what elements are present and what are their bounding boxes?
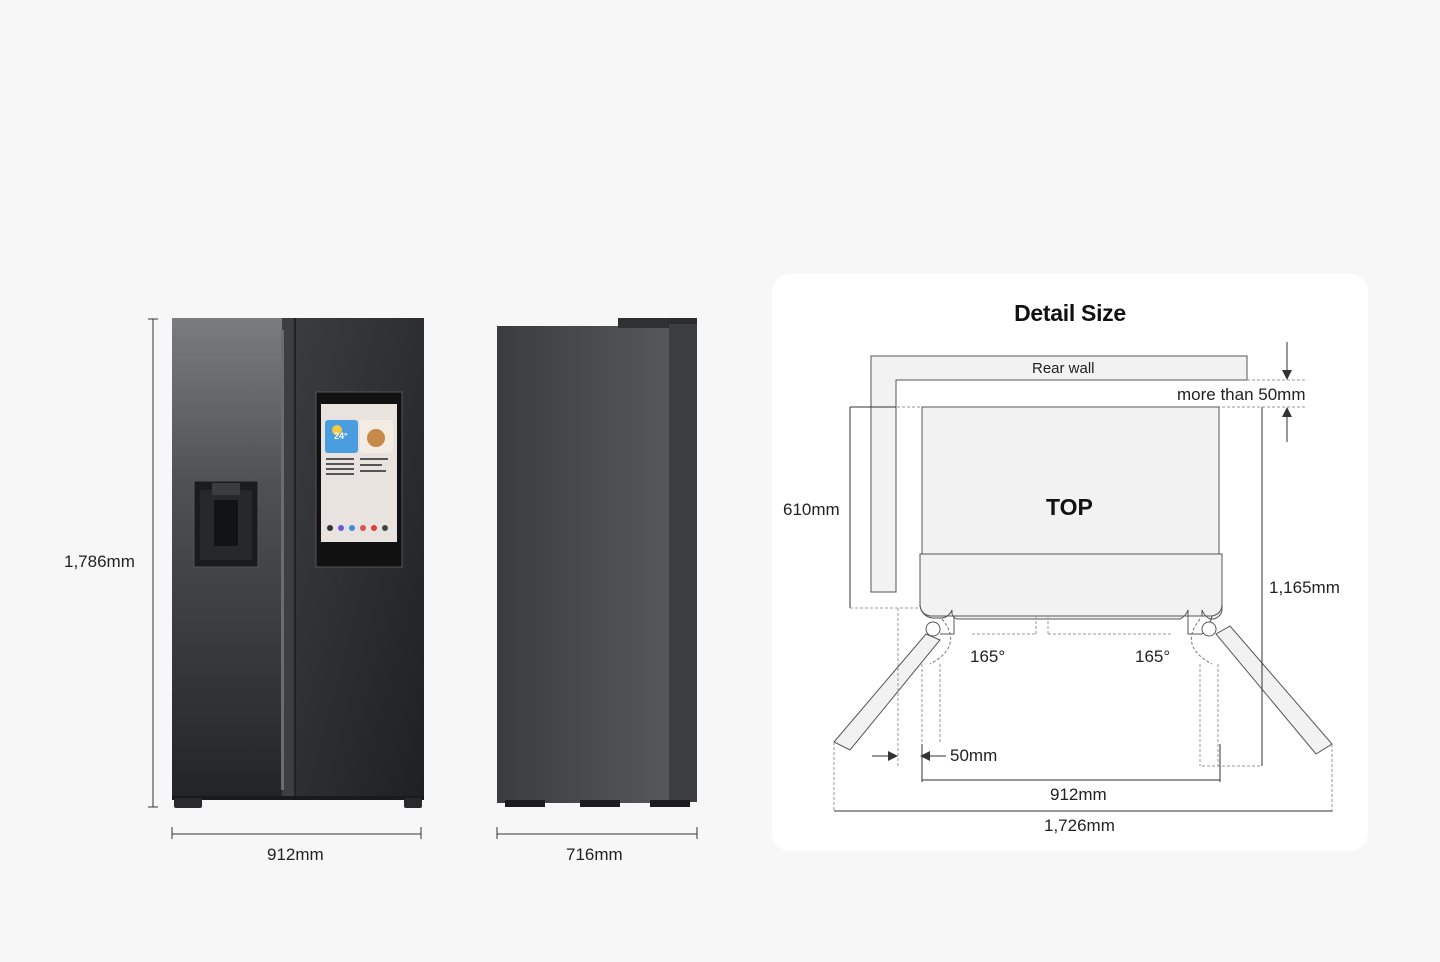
fridge-front-view bbox=[172, 318, 424, 808]
side-depth-dimension bbox=[496, 827, 698, 839]
top-label: TOP bbox=[1046, 494, 1093, 520]
side-depth-label: 716mm bbox=[566, 845, 623, 864]
depth-label: 610mm bbox=[783, 500, 840, 519]
open-depth-label: 1,165mm bbox=[1269, 578, 1340, 597]
body-width-label: 912mm bbox=[1050, 785, 1107, 804]
height-label: 1,786mm bbox=[64, 552, 135, 571]
height-dimension bbox=[148, 318, 158, 808]
clearance-label: more than 50mm bbox=[1177, 385, 1306, 404]
side-gap-label: 50mm bbox=[950, 746, 998, 765]
rear-wall-label: Rear wall bbox=[1032, 360, 1095, 377]
detail-size-card: Detail Size Rear wall more than 50mm TOP… bbox=[772, 274, 1368, 851]
front-width-label: 912mm bbox=[267, 845, 324, 864]
product-views bbox=[148, 318, 698, 839]
top-view-diagram bbox=[833, 342, 1333, 812]
fridge-side-view bbox=[497, 318, 697, 807]
left-angle-label: 165° bbox=[970, 647, 1006, 666]
screen-weather-temp: 24° bbox=[334, 431, 348, 441]
family-hub-screen bbox=[315, 391, 403, 568]
open-width-label: 1,726mm bbox=[1044, 816, 1115, 835]
front-width-dimension bbox=[171, 827, 422, 839]
detail-title: Detail Size bbox=[1014, 300, 1126, 326]
water-dispenser bbox=[193, 480, 259, 568]
right-angle-label: 165° bbox=[1135, 647, 1171, 666]
